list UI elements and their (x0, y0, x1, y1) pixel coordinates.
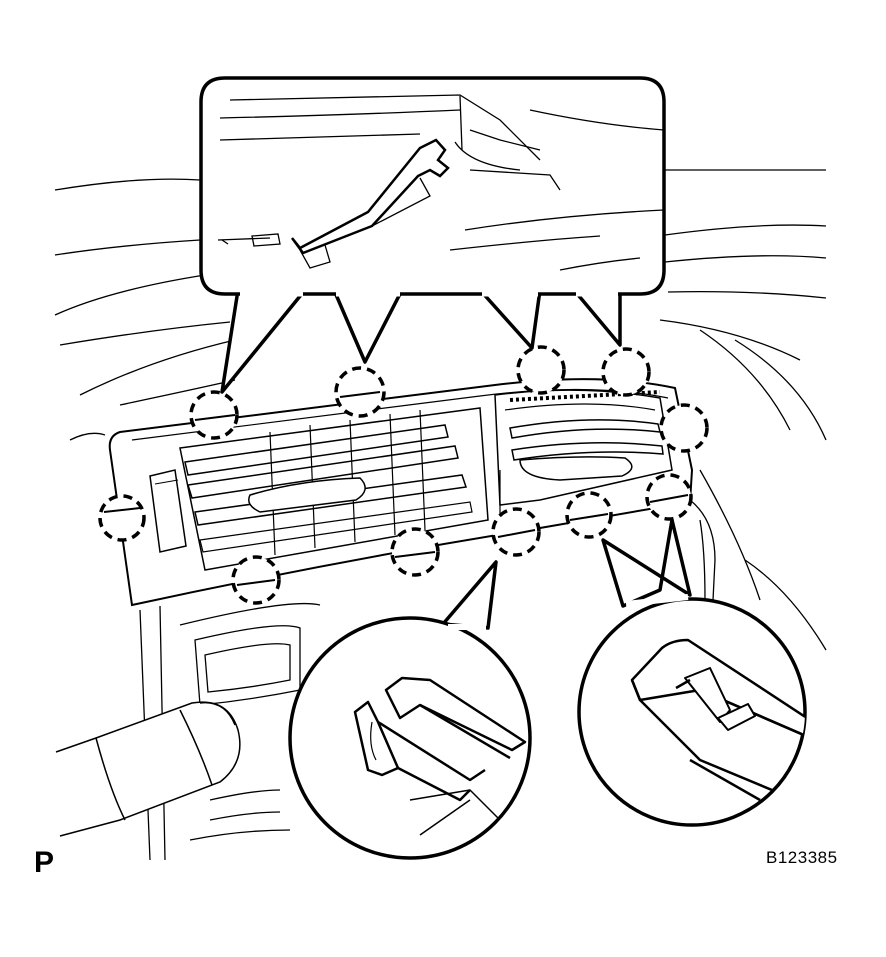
dashboard-contours (54, 169, 827, 651)
clip-callout (645, 473, 693, 521)
hand-tool (55, 701, 241, 837)
clip-callout (659, 403, 709, 453)
clip-callout (491, 507, 541, 557)
left-detail-bubble (288, 560, 532, 860)
corner-label: P (34, 846, 55, 879)
clip-callout (390, 527, 440, 577)
vent-panel (108, 378, 694, 607)
clip-callout (516, 345, 566, 395)
clip-callout (98, 494, 146, 542)
clip-callout (334, 366, 386, 418)
figure-code: B123385 (766, 848, 838, 867)
clip-callout (231, 555, 281, 605)
clip-callouts (98, 345, 709, 605)
clip-callout (601, 347, 651, 397)
top-detail-bubble (199, 76, 666, 394)
clip-callout (189, 390, 239, 440)
right-detail-bubble (577, 518, 807, 827)
clip-callout (565, 491, 613, 539)
